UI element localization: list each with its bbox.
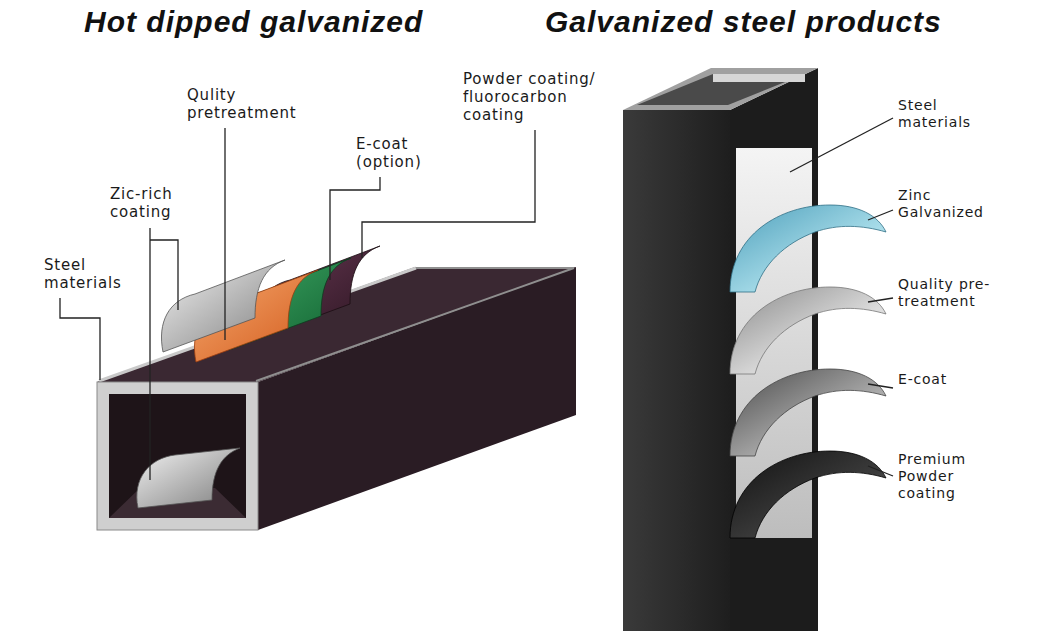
zinc-sheet bbox=[730, 205, 886, 292]
leader-line bbox=[330, 177, 380, 280]
zinc-rich-sheet bbox=[161, 260, 285, 352]
tube-top-rim bbox=[623, 68, 818, 110]
title-heading: Galvanized steel products bbox=[545, 4, 942, 40]
callout-label: Steel materials bbox=[44, 256, 134, 292]
leader-lines bbox=[790, 118, 893, 476]
leader-line bbox=[790, 118, 893, 172]
title-heading: Hot dipped galvanized bbox=[84, 4, 423, 40]
callout-label: Qulity pretreatment bbox=[187, 86, 317, 122]
inner-zinc-sheet bbox=[137, 448, 240, 508]
tube-opening bbox=[109, 394, 246, 518]
callout-label: Quality pre- treatment bbox=[898, 276, 1003, 310]
leader-line bbox=[868, 466, 893, 476]
leader-lines bbox=[60, 128, 535, 480]
tube-opening bbox=[637, 74, 805, 105]
leader-line bbox=[150, 240, 178, 310]
callout-label: Premium Powder coating bbox=[898, 451, 983, 502]
tube-wall-edge bbox=[416, 267, 574, 269]
callout-label: Steel materials bbox=[898, 97, 993, 131]
tube-front-frame bbox=[97, 382, 258, 530]
callout-label: E-coat bbox=[898, 371, 988, 388]
leader-line bbox=[868, 298, 893, 302]
powder-coat-sheet bbox=[730, 451, 886, 538]
callout-label: Zic-rich coating bbox=[110, 185, 200, 221]
callout-label: E-coat (option) bbox=[356, 135, 446, 171]
leader-line bbox=[224, 128, 225, 340]
callout-label: Powder coating/ fluorocarbon coating bbox=[463, 70, 613, 124]
callout-label: Zinc Galvanized bbox=[898, 187, 1003, 221]
e-coat-sheet bbox=[730, 369, 886, 456]
tube-inner-wall bbox=[713, 74, 805, 82]
leader-line bbox=[149, 228, 150, 480]
leader-line bbox=[60, 298, 100, 380]
pretreatment-sheet bbox=[730, 287, 886, 374]
leader-line bbox=[868, 210, 893, 220]
tube-front-face bbox=[623, 110, 730, 631]
leader-line bbox=[868, 384, 893, 388]
